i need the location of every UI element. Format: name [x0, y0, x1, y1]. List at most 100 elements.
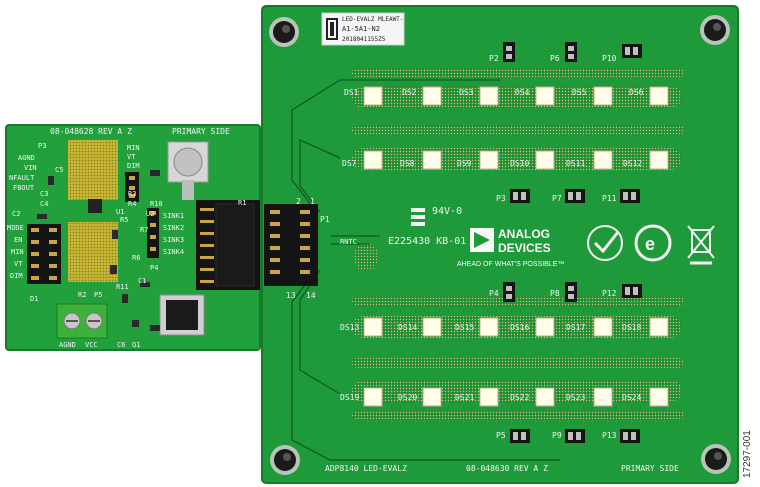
part-label: R11: [116, 283, 129, 291]
svg-text:e: e: [645, 234, 655, 254]
header-vertical: [147, 208, 159, 258]
brand-name-line1: ANALOG: [498, 227, 550, 241]
primary-side-label: PRIMARY SIDE: [621, 464, 679, 473]
led-labels: DS1 DS2 DS3 DS4 DS5 DS6 DS7 DS8 DS9 DS10…: [340, 88, 644, 402]
passive-components: [37, 170, 160, 331]
led: [422, 86, 442, 106]
jumper[interactable]: [503, 42, 515, 62]
jumper[interactable]: [510, 189, 530, 203]
led-label: DS12: [623, 159, 642, 168]
led: [593, 317, 613, 337]
screw-terminal[interactable]: [56, 303, 108, 339]
part-label: R5: [120, 216, 128, 224]
led: [479, 86, 499, 106]
part-label: C1: [138, 277, 146, 285]
part-label: R3: [128, 190, 136, 198]
led-label: DS1: [344, 88, 359, 97]
part-label: R4: [128, 200, 136, 208]
led: [479, 387, 499, 407]
pin-label: MODE: [7, 224, 24, 232]
led: [535, 387, 555, 407]
led-label: DS23: [566, 393, 585, 402]
label-sticker: LED-EVALZ MLEAWT- A1-5A1-N2 2018041155Z5: [321, 12, 405, 46]
part-label: C2: [12, 210, 20, 218]
jumper[interactable]: [620, 189, 640, 203]
led-label: DS19: [340, 393, 359, 402]
brand-tagline: AHEAD OF WHAT'S POSSIBLE™: [457, 261, 564, 268]
manufacturer-logo: [411, 208, 425, 226]
jumper[interactable]: [565, 429, 585, 443]
led-row-4: [363, 387, 669, 407]
led-label: DS2: [402, 88, 417, 97]
led-label: DS10: [510, 159, 529, 168]
jumper[interactable]: [510, 429, 530, 443]
led: [649, 317, 669, 337]
led-row-1: [363, 86, 669, 106]
jumper-label: P3: [496, 194, 506, 203]
brand-name-line2: DEVICES: [498, 241, 551, 255]
part-label: R2: [78, 291, 86, 299]
part-label: R6: [132, 254, 140, 262]
pin-label: EN: [14, 236, 22, 244]
sink-label: SINK4: [163, 248, 184, 256]
jumper[interactable]: [622, 44, 642, 58]
led-label: DS7: [342, 159, 357, 168]
connector-pin-label: 13: [286, 291, 296, 300]
sticker-line3: 2018041155Z5: [342, 36, 386, 43]
jumper[interactable]: [565, 42, 577, 62]
header-small: [125, 172, 139, 202]
jumper[interactable]: [503, 282, 515, 302]
terminal-label: AGND: [59, 341, 76, 349]
part-label: R1: [238, 199, 246, 207]
led: [363, 150, 383, 170]
led: [422, 150, 442, 170]
sink-label: SINK2: [163, 224, 184, 232]
environmental-icon: e: [634, 224, 672, 262]
led: [649, 150, 669, 170]
led: [593, 387, 613, 407]
jumper-label: P11: [602, 194, 617, 203]
part-label: C4: [40, 200, 48, 208]
potentiometer[interactable]: [167, 141, 209, 200]
jumper[interactable]: [620, 429, 640, 443]
mount-hole: [700, 15, 730, 45]
pin-label: VT: [14, 260, 23, 268]
led: [593, 86, 613, 106]
led: [422, 317, 442, 337]
e-number: E225430 KB-01: [388, 236, 466, 247]
led-label: DS22: [510, 393, 529, 402]
thermal-pad: [68, 140, 118, 200]
pin-label: DIM: [127, 162, 140, 170]
led: [535, 317, 555, 337]
weee-bin-icon: [687, 225, 715, 265]
jumper-label: P9: [552, 431, 562, 440]
sink-label: SINK3: [163, 236, 184, 244]
part-label: U2: [146, 210, 154, 218]
led: [479, 150, 499, 170]
jumper-label: P4: [489, 289, 499, 298]
led-label: DS14: [398, 323, 417, 332]
led: [649, 387, 669, 407]
jumper[interactable]: [622, 284, 642, 298]
board-rev-label: 08-048630 REV A Z: [466, 464, 548, 473]
driver-ic: [88, 199, 102, 213]
led-label: DS4: [515, 88, 530, 97]
led-label: DS6: [629, 88, 644, 97]
connector-pin-label: 2: [296, 197, 301, 206]
part-label: P3: [38, 142, 46, 150]
led: [363, 86, 383, 106]
led: [535, 150, 555, 170]
led-label: DS13: [340, 323, 359, 332]
board-connector: [264, 204, 318, 286]
pin-label: AGND: [18, 154, 35, 162]
led-label: DS21: [455, 393, 474, 402]
jumper-label: P2: [489, 54, 499, 63]
header-connector: [196, 200, 260, 290]
led-label: DS11: [566, 159, 585, 168]
jumper[interactable]: [565, 189, 585, 203]
led-row-3: [363, 317, 669, 337]
jumper[interactable]: [565, 282, 577, 302]
led: [363, 387, 383, 407]
part-label: P5: [94, 291, 102, 299]
led-label: DS8: [400, 159, 415, 168]
